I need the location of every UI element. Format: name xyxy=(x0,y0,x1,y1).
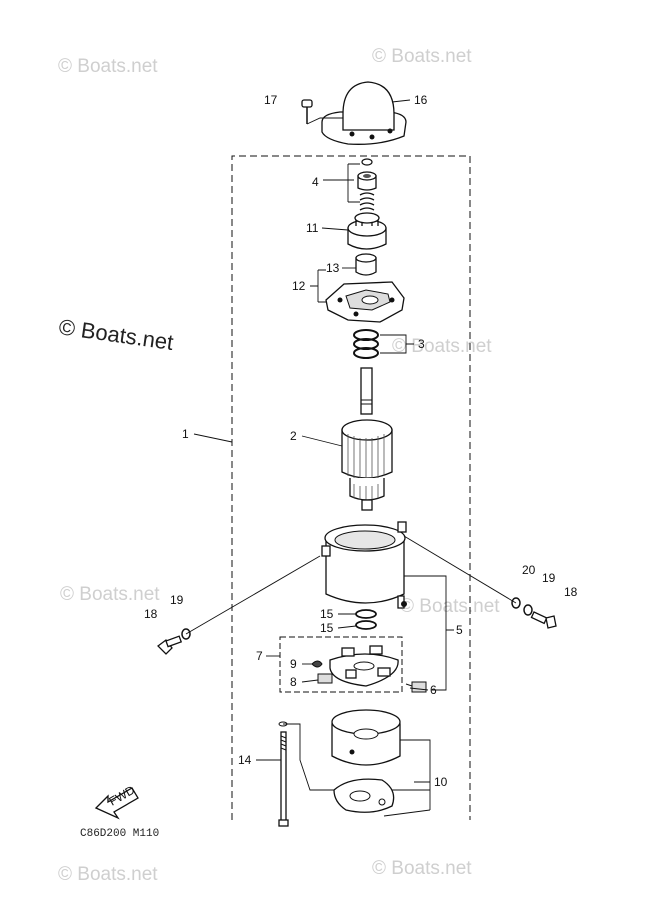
part-16-cover-cap xyxy=(321,81,407,145)
callout-10: 10 xyxy=(434,775,448,789)
part-12-front-bracket xyxy=(325,281,405,323)
callout-2: 2 xyxy=(290,429,297,443)
assembly-boundary xyxy=(231,155,471,820)
callout-5: 5 xyxy=(456,623,463,637)
callout-4: 4 xyxy=(312,175,319,189)
part-7-brush-assembly-box xyxy=(279,636,403,693)
watermark: © Boats.net xyxy=(58,56,158,77)
callout-19-left: 19 xyxy=(170,593,184,607)
part-6-brush xyxy=(405,681,427,693)
part-8-brush xyxy=(317,673,333,684)
part-4-stop-ring-set xyxy=(357,158,377,211)
watermark: © Boats.net xyxy=(400,596,500,617)
part-2-armature xyxy=(341,367,393,511)
part-9-spring xyxy=(311,660,323,668)
leader-lines xyxy=(185,99,517,817)
watermark-large: © Boats.net xyxy=(57,314,175,355)
part-19-washer-right xyxy=(523,604,533,616)
callout-20: 20 xyxy=(522,563,536,577)
callout-17: 17 xyxy=(264,93,278,107)
watermark: © Boats.net xyxy=(60,584,160,605)
callout-3: 3 xyxy=(418,337,425,351)
part-17-screw xyxy=(301,99,343,125)
part-10-end-cover xyxy=(331,709,401,813)
part-13-bushing xyxy=(355,253,377,276)
callout-9: 9 xyxy=(290,657,297,671)
part-11-pinion-gear xyxy=(347,212,387,250)
watermark: © Boats.net xyxy=(372,46,472,67)
callout-13: 13 xyxy=(326,261,340,275)
part-7-brush-holder xyxy=(329,645,399,687)
callout-15-upper: 15 xyxy=(320,607,334,621)
fwd-arrow: FWD xyxy=(94,783,139,820)
diagram-code: C86D200 M110 xyxy=(80,828,159,840)
part-18-bolt-left xyxy=(157,635,183,655)
callout-18-left: 18 xyxy=(144,607,158,621)
callout-18-right: 18 xyxy=(564,585,578,599)
callout-11: 11 xyxy=(306,221,319,235)
watermark: © Boats.net xyxy=(58,864,158,885)
callout-8: 8 xyxy=(290,675,297,689)
part-15-washers xyxy=(355,609,377,630)
callout-14: 14 xyxy=(238,753,252,767)
callout-12: 12 xyxy=(292,279,306,293)
callout-19-right: 19 xyxy=(542,571,556,585)
part-20-washer-right xyxy=(511,597,521,609)
part-19-washer-left xyxy=(181,628,191,640)
part-3-washers xyxy=(353,329,379,359)
callout-16: 16 xyxy=(414,93,428,107)
callout-1: 1 xyxy=(182,427,189,441)
watermark: © Boats.net xyxy=(392,336,492,357)
callout-15-lower: 15 xyxy=(320,621,334,635)
watermarks: © Boats.net © Boats.net © Boats.net © Bo… xyxy=(57,46,500,885)
watermark: © Boats.net xyxy=(372,858,472,879)
callout-numbers: 17 16 4 11 13 12 3 2 1 20 19 18 19 18 15… xyxy=(144,93,578,789)
callout-7: 7 xyxy=(256,649,263,663)
part-18-bolt-right xyxy=(530,611,557,629)
part-5-yoke xyxy=(321,521,407,609)
callout-6: 6 xyxy=(430,683,437,697)
part-14-through-bolt xyxy=(278,721,289,827)
